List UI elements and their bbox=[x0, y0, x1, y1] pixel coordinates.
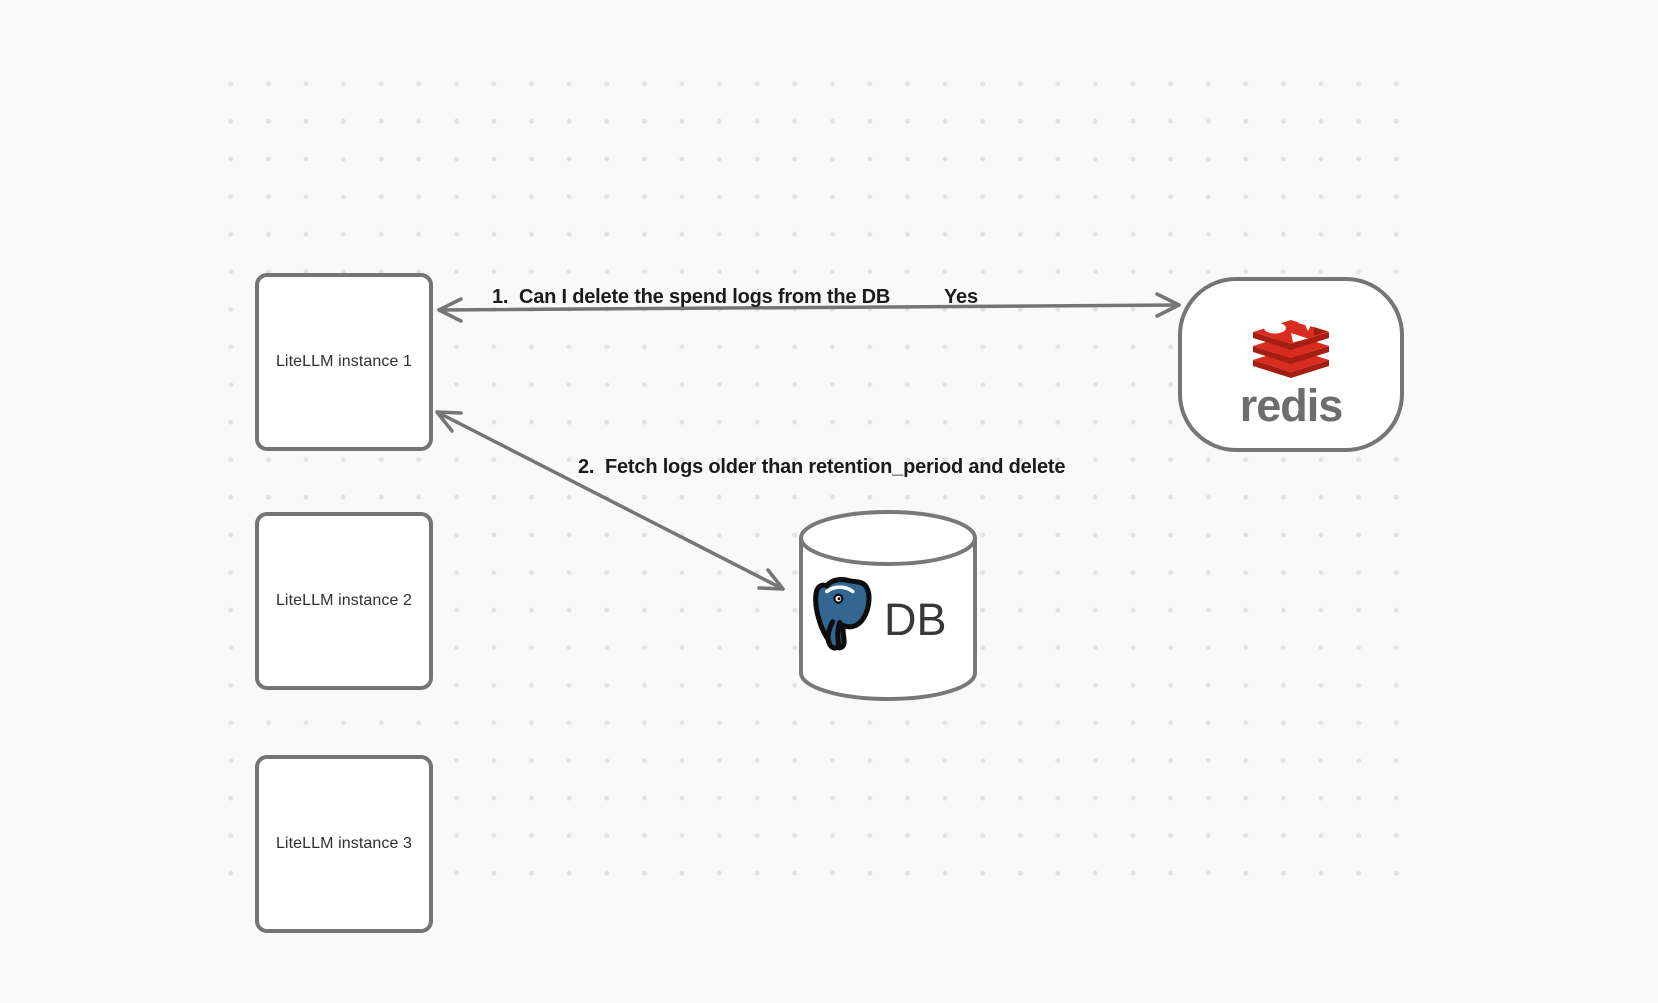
database-cylinder-icon bbox=[799, 510, 977, 566]
edge-label-delete-question[interactable]: 1. Can I delete the spend logs from the … bbox=[492, 286, 891, 308]
node-litellm-instance-2[interactable]: LiteLLM instance 2 bbox=[255, 512, 433, 690]
edge-label-fetch-delete[interactable]: 2. Fetch logs older than retention_perio… bbox=[578, 456, 1066, 478]
node-redis[interactable]: redis bbox=[1178, 277, 1404, 452]
arrowhead-right-icon bbox=[1155, 292, 1181, 318]
node-label: LiteLLM instance 2 bbox=[275, 592, 413, 609]
edge-label-yes[interactable]: Yes bbox=[944, 286, 978, 308]
node-litellm-instance-3[interactable]: LiteLLM instance 3 bbox=[255, 755, 433, 933]
postgresql-elephant-icon bbox=[813, 577, 872, 651]
redis-stack-icon bbox=[1253, 315, 1329, 378]
arrowhead-downright-icon bbox=[757, 568, 785, 591]
node-label: LiteLLM instance 3 bbox=[275, 835, 413, 852]
arrow-instance1-db[interactable] bbox=[435, 410, 785, 591]
arrow-instance1-redis[interactable] bbox=[437, 303, 1181, 312]
node-label: LiteLLM instance 1 bbox=[275, 353, 413, 370]
arrowhead-upleft-icon bbox=[435, 410, 463, 433]
arrowhead-left-icon bbox=[437, 297, 463, 323]
node-litellm-instance-1[interactable]: LiteLLM instance 1 bbox=[255, 273, 433, 451]
database-label: DB bbox=[884, 594, 947, 645]
redis-wordmark: redis bbox=[1239, 380, 1344, 431]
